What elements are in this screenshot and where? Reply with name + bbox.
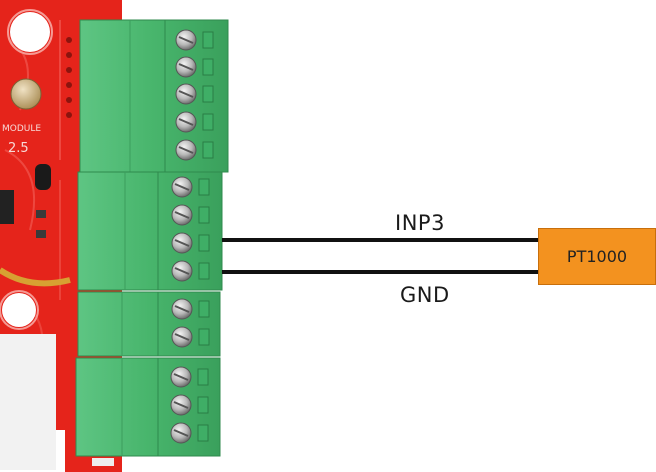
- wire-entry-slot: [202, 113, 214, 131]
- wire-entry-slot: [202, 58, 214, 76]
- wire-lead: [0, 267, 71, 287]
- wire-label-inp3: INP3: [395, 211, 445, 235]
- board-text-module: MODULE: [2, 124, 41, 134]
- terminal-screw-icon: [175, 139, 197, 161]
- terminal-screw-icon: [171, 232, 193, 254]
- wire-entry-slot: [197, 368, 209, 386]
- terminal-screw-icon: [170, 422, 192, 444]
- wire-entry-slot: [198, 234, 210, 252]
- wire-entry-slot: [197, 424, 209, 442]
- wire-entry-slot: [202, 31, 214, 49]
- terminal-screw-icon: [171, 298, 193, 320]
- wire-entry-slot: [202, 85, 214, 103]
- terminal-block-lower: [77, 291, 221, 357]
- terminal-screw-icon: [175, 56, 197, 78]
- terminal-screw-icon: [171, 326, 193, 348]
- mounting-hole-bottom: [2, 293, 36, 327]
- wire-entry-slot: [197, 396, 209, 414]
- pt1000-sensor: PT1000: [538, 228, 656, 285]
- wire-entry-slot: [202, 141, 214, 159]
- terminal-block-middle: [77, 171, 223, 291]
- terminal-screw-icon: [170, 366, 192, 388]
- terminal-screw-icon: [171, 204, 193, 226]
- capacitor: [10, 78, 42, 110]
- sensor-label: PT1000: [566, 247, 628, 266]
- mounting-hole-top: [10, 12, 50, 52]
- terminal-block-bottom: [75, 357, 221, 457]
- relay-white-block: [0, 334, 56, 470]
- transistor: [35, 164, 51, 190]
- terminal-screw-icon: [175, 29, 197, 51]
- terminal-screw-icon: [171, 260, 193, 282]
- terminal-screw-icon: [175, 111, 197, 133]
- terminal-screw-icon: [171, 176, 193, 198]
- chip: [0, 190, 14, 224]
- terminal-screw-icon: [175, 83, 197, 105]
- wire-entry-slot: [198, 178, 210, 196]
- wire-entry-slot: [198, 300, 210, 318]
- board-text-version: 2.5: [8, 141, 29, 156]
- wire-entry-slot: [198, 206, 210, 224]
- wire-entry-slot: [198, 328, 210, 346]
- wire-label-gnd: GND: [400, 283, 450, 307]
- terminal-screw-icon: [170, 394, 192, 416]
- wire-entry-slot: [198, 262, 210, 280]
